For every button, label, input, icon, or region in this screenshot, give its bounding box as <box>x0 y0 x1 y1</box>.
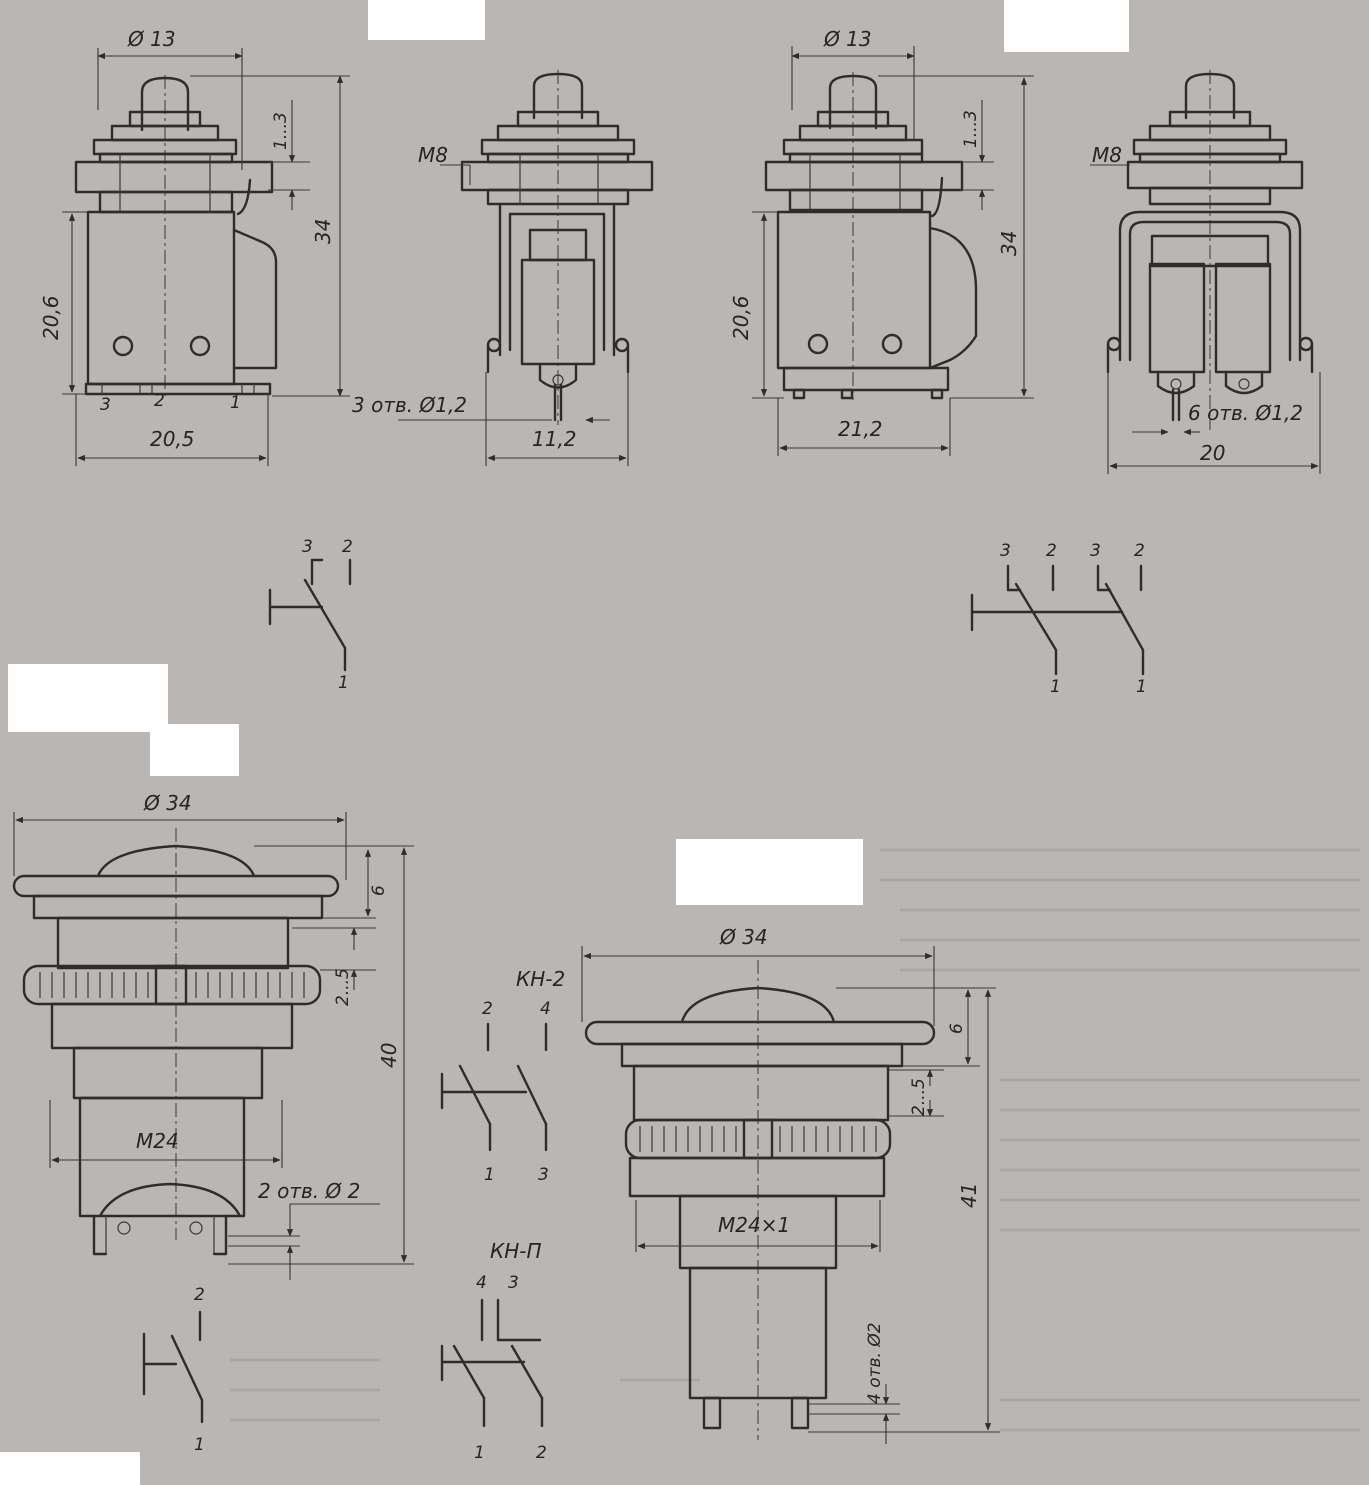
schematic-knp-terminal-3: 3 <box>508 1273 519 1293</box>
button-1-cap-label: 6 <box>369 885 389 896</box>
schematic-2-a-terminal-3: 3 <box>1000 541 1011 561</box>
switch-1-holes-label: 3 отв. Ø1,2 <box>352 393 467 417</box>
switch-2-side-view: M8 6 отв. Ø1,2 20 <box>1090 70 1321 474</box>
schematic-2-b-terminal-3: 3 <box>1090 541 1101 561</box>
switch-2-height-label: 34 <box>997 231 1021 256</box>
schematic-kn2-terminal-3: 3 <box>538 1165 549 1185</box>
switch-2-width-label: 21,2 <box>838 417 883 441</box>
schematic-2-b-terminal-2: 2 <box>1134 541 1145 561</box>
schematic-kn2-terminal-1: 1 <box>484 1165 495 1185</box>
schematic-3-terminal-1: 1 <box>194 1435 205 1455</box>
schematic-2: 3 2 1 3 2 1 <box>970 541 1147 697</box>
switch-1-side-width-label: 11,2 <box>532 427 577 451</box>
switch-1-height-label: 34 <box>311 219 335 244</box>
switch-1-terminal-2-label: 2 <box>154 391 165 411</box>
button-2-height-label: 41 <box>957 1183 981 1208</box>
schematic-kn2-terminal-4: 4 <box>540 999 551 1019</box>
switch-1-front-view: Ø 13 1...3 34 20,6 20,5 3 2 1 <box>39 27 350 466</box>
switch-1-body-height-label: 20,6 <box>39 295 63 340</box>
schematic-knp-terminal-2: 2 <box>536 1443 547 1463</box>
switch-1-terminal-3-label: 3 <box>100 395 111 415</box>
button-1-panel-label: 2...5 <box>333 968 353 1006</box>
button-1-view: Ø 34 6 2...5 40 M24 2 отв. Ø 2 <box>12 791 414 1280</box>
background-text-lines <box>230 848 1360 1432</box>
schematic-kn2-terminal-2: 2 <box>482 999 493 1019</box>
button-2-diameter-label: Ø 34 <box>719 925 768 949</box>
switch-2-body-height-label: 20,6 <box>729 295 753 340</box>
button-2-thread-label: M24×1 <box>718 1213 790 1237</box>
switch-1-terminal-1-label: 1 <box>230 393 241 413</box>
schematic-1-terminal-3: 3 <box>302 537 313 557</box>
button-2-panel-label: 2...5 <box>909 1078 929 1116</box>
button-1-thread-label: M24 <box>136 1129 179 1153</box>
button-1-height-label: 40 <box>377 1043 401 1068</box>
schematic-1-terminal-1: 1 <box>338 673 349 693</box>
switch-2-side-width-label: 20 <box>1200 441 1225 465</box>
switch-2-holes-label: 6 отв. Ø1,2 <box>1188 401 1303 425</box>
switch-1-side-view: M8 3 отв. Ø1,2 11,2 <box>352 70 654 466</box>
schematic-3-terminal-2: 2 <box>194 1285 205 1305</box>
switch-2-stroke-label: 1...3 <box>961 110 981 148</box>
button-1-knurl <box>39 964 305 1006</box>
button-2-holes-label: 4 отв. Ø2 <box>865 1322 885 1404</box>
schematic-knp-title: КН-П <box>490 1239 542 1263</box>
schematic-1: 3 2 1 <box>268 537 353 693</box>
switch-2-diameter-label: Ø 13 <box>823 27 872 51</box>
button-1-diameter-label: Ø 34 <box>143 791 192 815</box>
schematic-2-a-terminal-1: 1 <box>1050 677 1061 697</box>
switch-1-stroke-label: 1...3 <box>271 112 291 150</box>
switch-1-width-label: 20,5 <box>150 427 195 451</box>
switch-1-thread-label: M8 <box>418 143 448 167</box>
schematic-kn2-title: КН-2 <box>516 967 565 991</box>
schematic-2-a-terminal-2: 2 <box>1046 541 1057 561</box>
switch-2-thread-label: M8 <box>1092 143 1122 167</box>
schematic-kn2: КН-2 2 4 1 3 <box>440 967 565 1185</box>
schematic-knp-terminal-1: 1 <box>474 1443 485 1463</box>
schematic-3: 2 1 <box>142 1285 205 1455</box>
switch-2-front-view: Ø 13 1...3 34 20,6 21,2 <box>729 27 1034 456</box>
schematic-knp: КН-П 4 3 1 2 <box>440 1239 547 1463</box>
switch-1-diameter-label: Ø 13 <box>127 27 176 51</box>
schematic-2-b-terminal-1: 1 <box>1136 677 1147 697</box>
button-2-cap-label: 6 <box>947 1023 967 1034</box>
schematic-1-terminal-2: 2 <box>342 537 353 557</box>
redaction-masks <box>0 0 1129 1485</box>
button-1-holes-label: 2 отв. Ø 2 <box>258 1179 360 1203</box>
button-2-view: Ø 34 6 2...5 41 M24×1 4 отв. Ø2 <box>581 925 1000 1444</box>
schematic-knp-terminal-4: 4 <box>476 1273 487 1293</box>
